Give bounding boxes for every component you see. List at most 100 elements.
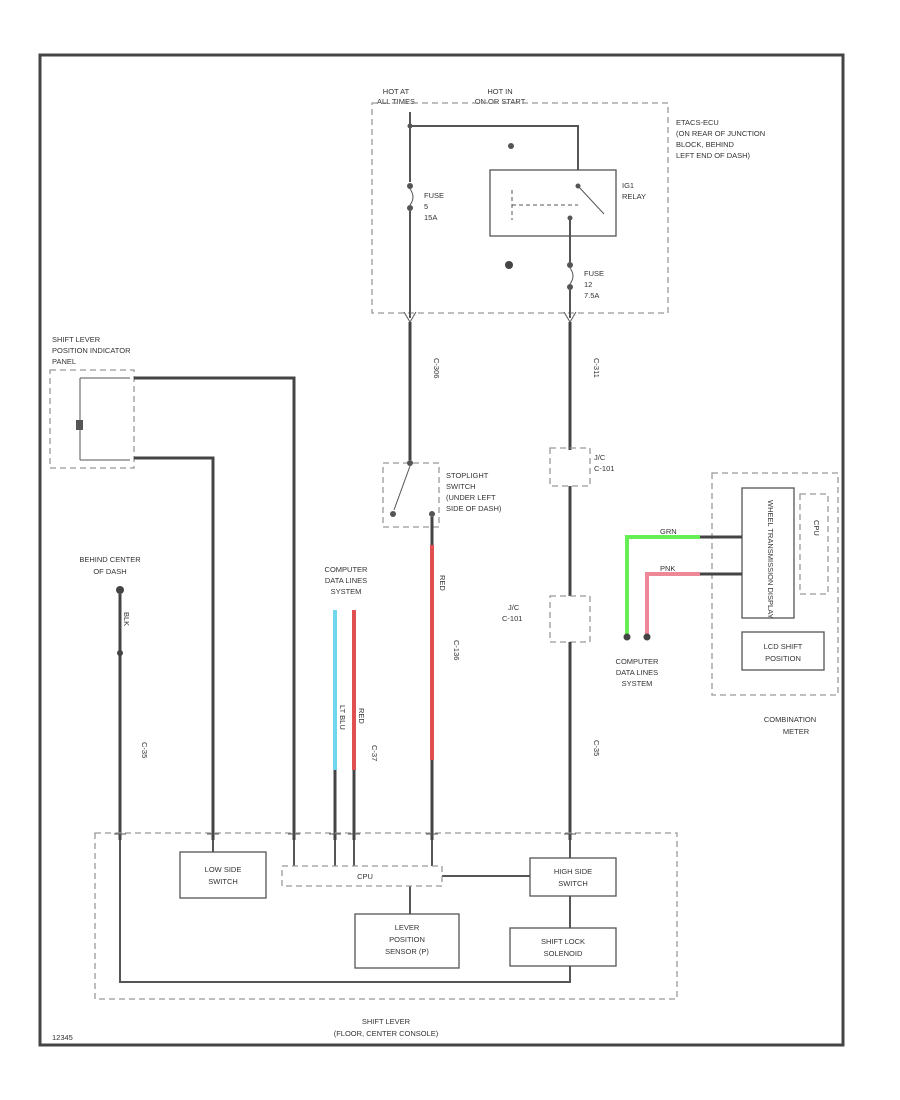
power-labels: HOT AT ALL TIMES HOT IN ON OR START [377,87,526,106]
jc-top-label2: C-101 [594,464,614,473]
meter-cpu-label: CPU [812,520,821,536]
low-side-label2: SWITCH [208,877,238,886]
ig1-relay-box [489,169,617,237]
shift-cpu-box [281,865,443,887]
fuse5-number: 5 [424,202,428,211]
indicator-label1: SHIFT LEVER [52,335,101,344]
ground-point [116,586,124,594]
jc-top-label1: J/C [594,453,606,462]
lever-sensor-label1: LEVER [395,923,420,932]
high-side-switch [529,857,617,897]
indicator-label2: POSITION INDICATOR [52,346,131,355]
ecu-label-line2: (ON REAR OF JUNCTION [676,129,765,138]
indicator-label3: PANEL [52,357,76,366]
lever-position-sensor [354,913,460,969]
cdl-right-2: DATA LINES [616,668,658,677]
lcd-shift-label2: POSITION [765,654,801,663]
wire-color-green: GRN [660,527,677,536]
indicator-wire-b [134,456,215,840]
wire-id-data: C-37 [370,745,379,761]
cdl-right-1: COMPUTER [616,657,660,666]
fuse12-rating: 7.5A [584,291,599,300]
ground-terminal [505,261,513,269]
comp-data-right-label: COMPUTER DATA LINES SYSTEM [616,657,660,688]
diagram-footer-code: 12345 [52,1033,73,1042]
terminal-dot [508,143,514,149]
comp-data-left-label: COMPUTER DATA LINES SYSTEM [325,565,369,596]
green-data-wire [625,535,700,635]
jc-bottom-label1: J/C [508,603,520,612]
pink-data-wire [645,572,700,635]
fuse-12: FUSE 12 7.5A [567,262,604,300]
stoplight-label2: SWITCH [446,482,476,491]
meter-display-module [741,487,795,619]
meter-module-label: WHEEL TRANSMISSION DISPLAY [766,500,775,619]
jc-bottom-outline [549,595,591,643]
fuse-5: FUSE 5 15A [407,183,444,222]
jc-bottom-label2: C-101 [502,614,522,623]
shift-lock-label2: SOLENOID [544,949,583,958]
relay-coil [511,190,578,220]
indicator-wire-a [134,376,296,840]
shift-lock-label1: SHIFT LOCK [541,937,585,946]
jc-top-outline [549,447,591,487]
ecu-block-outline [371,102,669,314]
combination-meter-outline [711,472,839,696]
wire-id-stop-lower: C-136 [452,640,461,660]
shift-lever-outline [94,832,678,1000]
high-side-label2: SWITCH [558,879,588,888]
hot-on-start-line2: ON OR START [475,97,526,106]
cdl-left-1: COMPUTER [325,565,369,574]
relay-contact [577,185,605,215]
wire-id-ig-lower: C-35 [592,740,601,756]
shift-cpu-label: CPU [357,872,373,881]
high-side-label1: HIGH SIDE [554,867,592,876]
hot-all-times-line1: HOT AT [383,87,410,96]
wire-color-red-stop: RED [438,575,447,591]
fuse5-label: FUSE [424,191,444,200]
shift-lever-subtitle: (FLOOR, CENTER CONSOLE) [334,1029,439,1038]
meter-cpu-outline [799,493,829,595]
indicator-lamp [76,420,83,430]
lcd-shift-position-box [741,631,825,671]
ground-label2: OF DASH [93,567,126,576]
cdl-right-3: SYSTEM [622,679,653,688]
low-side-label1: LOW SIDE [205,865,242,874]
shift-lever-title: SHIFT LEVER [362,1017,411,1026]
cdl-left-3: SYSTEM [331,587,362,596]
low-side-switch [179,851,267,899]
cdl-left-2: DATA LINES [325,576,367,585]
shift-lock-solenoid [509,927,617,967]
relay-supply-wire [410,125,579,183]
wire-id-ground: C-35 [140,742,149,758]
stoplight-switch-blade [393,465,411,511]
stoplight-label4: SIDE OF DASH) [446,504,502,513]
lever-sensor-label3: SENSOR (P) [385,947,429,956]
ground-label1: BEHIND CENTER [79,555,141,564]
shift-ground-wire [119,840,571,983]
hot-on-start-line1: HOT IN [487,87,512,96]
combination-meter-label2: METER [783,727,810,736]
wire-id-stop-upper: C-306 [432,358,441,378]
wire-color-red: RED [357,708,366,724]
ecu-label-line3: BLOCK, BEHIND [676,140,735,149]
stoplight-label3: (UNDER LEFT [446,493,496,502]
ecu-label-line1: ETACS-ECU [676,118,719,127]
wire-id-ig-upper: C-311 [592,358,601,378]
meter-input-wires [700,535,742,576]
data-wires-lower [333,770,356,840]
hot-all-times-line2: ALL TIMES [377,97,415,106]
ecu-label-line4: LEFT END OF DASH) [676,151,751,160]
wire-color-lt-blu: LT BLU [338,705,347,730]
lever-sensor-label2: POSITION [389,935,425,944]
combination-meter-label1: COMBINATION [764,715,816,724]
ig1-relay-label2: RELAY [622,192,646,201]
fuse12-label: FUSE [584,269,604,278]
stoplight-switch-label: STOPLIGHT SWITCH (UNDER LEFT SIDE OF DAS… [446,471,502,513]
diagram-frame [38,53,845,1047]
ecu-block-label: ETACS-ECU (ON REAR OF JUNCTION BLOCK, BE… [676,118,765,160]
fuse5-rating: 15A [424,213,437,222]
wire-color-pink: PNK [660,564,675,573]
ig1-relay-label1: IG1 [622,181,634,190]
